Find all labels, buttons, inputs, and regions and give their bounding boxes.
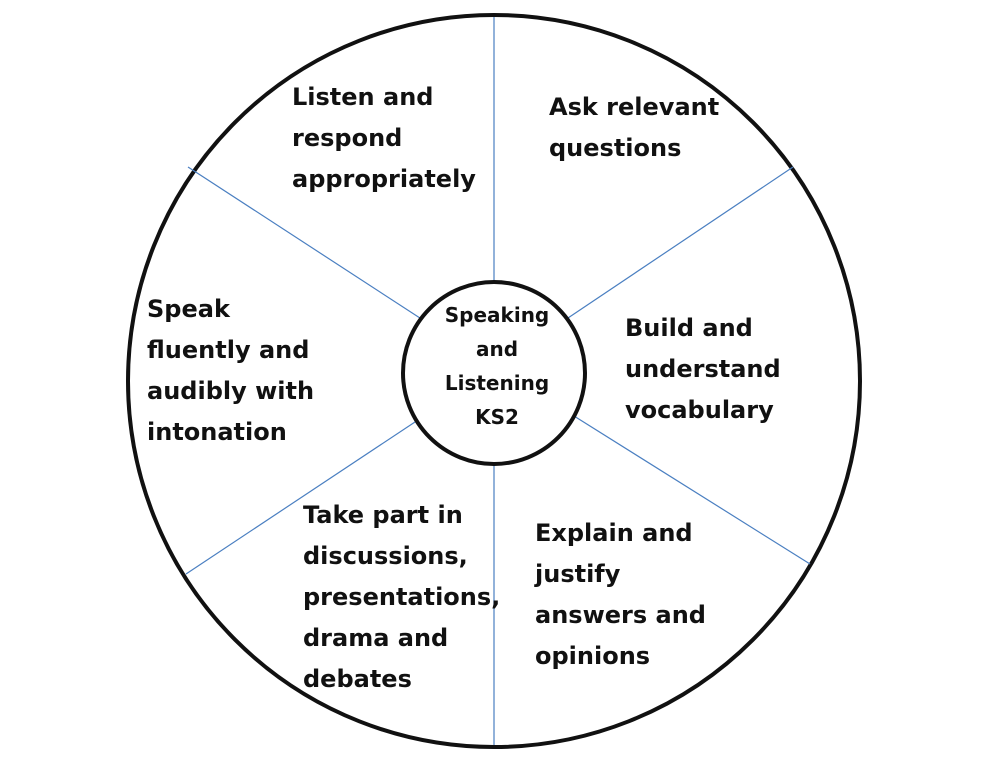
segment-ask: Ask relevant questions [549, 93, 720, 162]
divider-upper-left [187, 166, 424, 321]
hub-circle [401, 280, 587, 466]
segment-vocab: Build and understand vocabulary [625, 314, 781, 424]
segment-speak: Speak fluently and audibly with intonati… [147, 295, 315, 446]
divider-upper-right [564, 166, 794, 321]
hub-label: Speaking and Listening KS2 [444, 303, 550, 429]
divider-lower-right [573, 415, 811, 565]
divider-lower-left [185, 419, 419, 575]
segment-explain: Explain and justify answers and opinions [535, 519, 706, 670]
segment-discuss: Take part in discussions, presentations,… [303, 501, 501, 693]
segment-listen: Listen and respond appropriately [292, 83, 476, 193]
